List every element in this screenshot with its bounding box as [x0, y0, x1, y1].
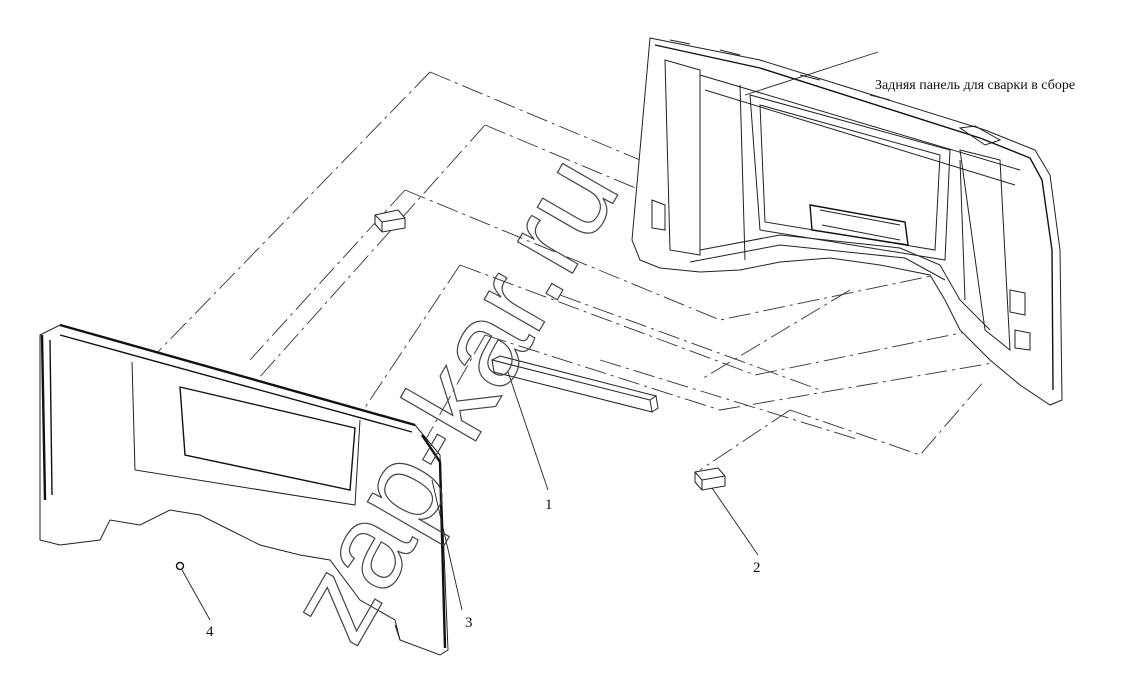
part-2-pad	[694, 467, 726, 491]
callout-3: 3	[465, 615, 473, 631]
callout-1: 1	[545, 497, 553, 513]
leader-lines	[181, 51, 879, 621]
callout-4: 4	[206, 624, 214, 640]
rear-panel-assembly	[631, 37, 1063, 406]
assembly-guide-lines	[149, 71, 1011, 521]
assembly-label: Задняя панель для сварки в сборе	[875, 78, 1075, 93]
small-pad	[374, 209, 406, 233]
part-4-clip	[175, 561, 185, 571]
part-3-inner-panel	[39, 323, 449, 656]
part-1-seal-strip	[491, 355, 659, 413]
callout-2: 2	[753, 560, 761, 576]
